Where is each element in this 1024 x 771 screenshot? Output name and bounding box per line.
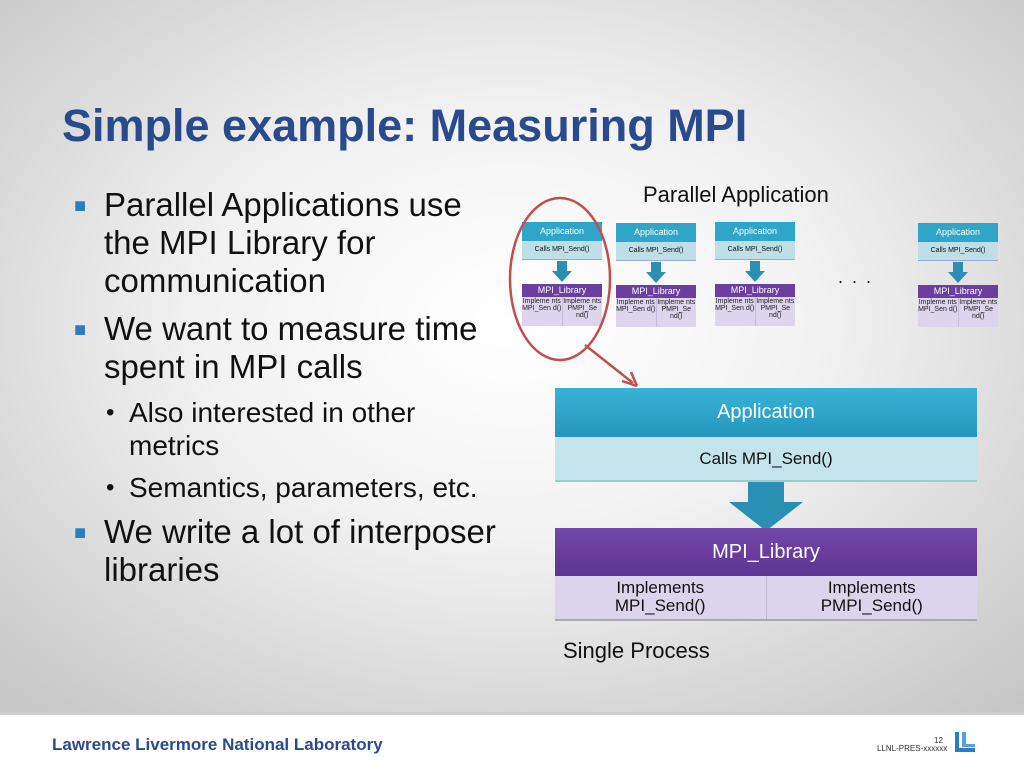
mini-calls-box: Calls MPI_Send() — [715, 241, 795, 260]
mini-calls-box: Calls MPI_Send() — [918, 242, 998, 261]
sub-bullet-text: Semantics, parameters, etc. — [129, 472, 478, 503]
mini-impl-right: Impleme nts PMPI_Se nd() — [563, 298, 602, 319]
down-arrow-icon — [715, 260, 795, 284]
down-arrow-icon — [616, 261, 696, 285]
mini-calls-box: Calls MPI_Send() — [522, 241, 602, 260]
llnl-logo-icon — [955, 732, 975, 752]
bullet-text: Parallel Applications use the MPI Librar… — [104, 186, 462, 299]
bullet-text: We write a lot of interposer libraries — [104, 513, 496, 588]
sub-bullet-item: • Also interested in other metrics — [70, 396, 510, 462]
big-calls-box: Calls MPI_Send() — [555, 437, 977, 482]
square-bullet-icon: ■ — [74, 195, 87, 217]
big-impl-left-line1: Implements — [616, 578, 705, 597]
presentation-id: LLNL-PRES-xxxxxx — [877, 744, 948, 753]
big-library-box: MPI_Library — [555, 528, 977, 576]
highlight-oval — [508, 196, 612, 362]
square-bullet-icon: ■ — [74, 522, 87, 544]
mini-impl-row: Impleme nts MPI_Sen d() Impleme nts PMPI… — [918, 298, 998, 327]
mini-impl-row: Impleme nts MPI_Sen d() Impleme nts PMPI… — [715, 297, 795, 326]
slide-title: Simple example: Measuring MPI — [62, 100, 748, 151]
big-down-arrow-icon — [729, 482, 803, 531]
parallel-application-label: Parallel Application — [643, 182, 829, 207]
mini-impl-left: Impleme nts MPI_Sen d() — [616, 298, 657, 327]
down-arrow-icon — [522, 260, 602, 284]
mini-impl-right: Impleme nts PMPI_Se nd() — [756, 298, 795, 319]
ellipsis: . . . — [838, 267, 874, 287]
sub-bullet-item: • Semantics, parameters, etc. — [70, 471, 510, 504]
down-arrow-icon — [918, 261, 998, 285]
process-stack-3: Application Calls MPI_Send() MPI_Library… — [715, 222, 795, 326]
mini-impl-row: Impleme nts MPI_Sen d() Impleme nts PMPI… — [522, 297, 602, 326]
mini-calls-box: Calls MPI_Send() — [616, 242, 696, 261]
pointer-arrowhead-icon — [621, 371, 639, 388]
big-impl-row: Implements MPI_Send() Implements PMPI_Se… — [555, 576, 977, 621]
mini-library-box: MPI_Library — [522, 284, 602, 297]
bullet-text: We want to measure time spent in MPI cal… — [104, 310, 478, 385]
mini-impl-right: Impleme nts PMPI_Se nd() — [959, 299, 998, 320]
mini-application-box: Application — [522, 222, 602, 241]
big-application-box: Application — [555, 388, 977, 437]
mini-library-box: MPI_Library — [715, 284, 795, 297]
mini-library-box: MPI_Library — [918, 285, 998, 298]
bullet-item: ■ We want to measure time spent in MPI ca… — [70, 310, 510, 386]
mini-impl-left: Impleme nts MPI_Sen d() — [715, 297, 756, 326]
big-impl-left-line2: MPI_Send() — [614, 596, 706, 615]
mini-impl-left: Impleme nts MPI_Sen d() — [918, 298, 959, 327]
page-number: 12 — [934, 736, 943, 745]
bullet-item: ■ Parallel Applications use the MPI Libra… — [70, 186, 510, 300]
process-stack-2: Application Calls MPI_Send() MPI_Library… — [616, 223, 696, 327]
mini-application-box: Application — [918, 223, 998, 242]
big-impl-right-line2: PMPI_Send() — [820, 596, 923, 615]
process-stack-1: Application Calls MPI_Send() MPI_Library… — [522, 222, 602, 326]
process-stack-4: Application Calls MPI_Send() MPI_Library… — [918, 223, 998, 327]
sub-bullet-text: Also interested in other metrics — [129, 397, 416, 461]
footer-lab-name: Lawrence Livermore National Laboratory — [52, 735, 383, 754]
mini-application-box: Application — [715, 222, 795, 241]
big-impl-left: Implements MPI_Send() — [555, 576, 767, 619]
mini-impl-row: Impleme nts MPI_Sen d() Impleme nts PMPI… — [616, 298, 696, 327]
square-bullet-icon: ■ — [74, 319, 87, 341]
pointer-line — [584, 344, 634, 384]
big-impl-right-line1: Implements — [827, 578, 916, 597]
dot-bullet-icon: • — [106, 399, 115, 426]
mini-impl-left: Impleme nts MPI_Sen d() — [522, 297, 563, 326]
footer-bar — [0, 712, 1024, 771]
bullet-list: ■ Parallel Applications use the MPI Libra… — [70, 186, 510, 599]
mini-library-box: MPI_Library — [616, 285, 696, 298]
single-process-label: Single Process — [563, 638, 710, 663]
mini-application-box: Application — [616, 223, 696, 242]
bullet-item: ■ We write a lot of interposer libraries — [70, 513, 510, 589]
mini-impl-right: Impleme nts PMPI_Se nd() — [657, 299, 696, 320]
big-impl-right: Implements PMPI_Send() — [767, 576, 978, 619]
dot-bullet-icon: • — [106, 474, 115, 501]
